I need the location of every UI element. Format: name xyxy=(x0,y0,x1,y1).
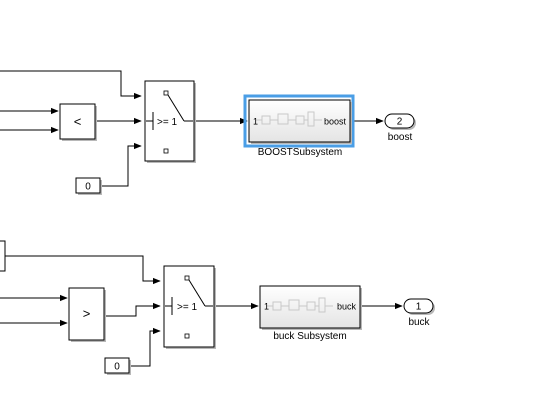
subsystem-out-port-label: buck xyxy=(337,302,357,312)
switch-threshold-label: >= 1 xyxy=(177,302,197,313)
outport-number: 2 xyxy=(397,117,403,128)
relational-operator-greater-than[interactable]: > xyxy=(68,287,106,342)
left-edge-block[interactable] xyxy=(0,240,6,272)
subsystem-in-port-label: 1 xyxy=(264,302,269,312)
switch-threshold-label: >= 1 xyxy=(157,117,177,128)
constant-block-top[interactable]: 0 xyxy=(75,177,102,195)
relational-operator-less-than[interactable]: < xyxy=(59,103,97,141)
switch-symbol-icon xyxy=(165,275,213,339)
top-signal-lines xyxy=(0,70,384,187)
buck-subsystem-block[interactable]: 1 buck xyxy=(259,285,362,330)
switch-block-bottom[interactable]: >= 1 xyxy=(163,265,216,349)
outport-buck-name: buck xyxy=(408,317,430,328)
outport-boost[interactable]: 2 xyxy=(384,113,416,130)
outport-buck[interactable]: 1 xyxy=(403,298,435,315)
subsystem-in-port-label: 1 xyxy=(253,117,258,127)
outport-boost-name: boost xyxy=(388,132,413,143)
compare-op-label: > xyxy=(83,306,91,321)
selection-highlight xyxy=(243,94,355,148)
constant-block-bottom[interactable]: 0 xyxy=(104,357,131,375)
buck-subsystem-name: buck Subsystem xyxy=(273,331,346,342)
bottom-signal-lines xyxy=(0,255,403,367)
subsystem-preview-icon xyxy=(256,111,322,127)
boost-subsystem-name: BOOSTSubsystem xyxy=(258,147,342,158)
switch-symbol-icon xyxy=(146,90,193,154)
compare-op-label: < xyxy=(74,114,82,129)
subsystem-out-port-label: boost xyxy=(324,117,347,127)
switch-block-top[interactable]: >= 1 xyxy=(144,80,196,163)
constant-value: 0 xyxy=(114,362,120,373)
subsystem-preview-icon xyxy=(267,297,333,313)
outport-number: 1 xyxy=(416,302,422,313)
boost-subsystem-block[interactable]: 1 boost xyxy=(243,94,355,148)
constant-value: 0 xyxy=(85,182,91,193)
